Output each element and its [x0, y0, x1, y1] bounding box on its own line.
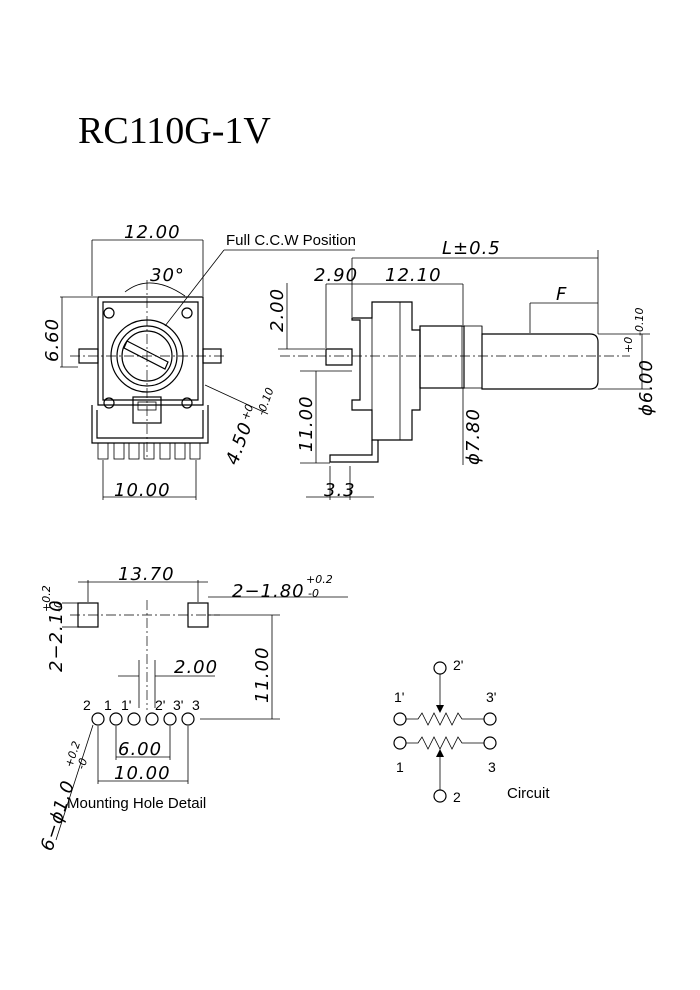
- mount-hole: [181, 712, 195, 726]
- front-hole-bl: [103, 397, 115, 409]
- dim-bottom: 3.3: [324, 480, 356, 501]
- dim-height-left: 6.60: [42, 318, 63, 362]
- front-body-inner: [102, 301, 199, 401]
- mount-pin-label: 2': [155, 697, 165, 713]
- dim-hole-tol-minus: -0.10: [255, 386, 277, 417]
- dim-slot-h: 2−2.10: [46, 599, 67, 672]
- circuit-terminal-3p: [483, 712, 497, 726]
- mount-holes: [91, 712, 195, 726]
- circuit-terminal-3: [483, 736, 497, 750]
- circuit-label-1: 1: [396, 759, 404, 775]
- dim-hole: 4.50: [222, 419, 257, 468]
- dim-mount-height: 11.00: [252, 646, 273, 703]
- circuit-label-3: 3: [488, 759, 496, 775]
- dim-2-00: 2.00: [267, 288, 288, 332]
- mount-pin-label: 1': [121, 697, 131, 713]
- mount-pin-label: 2: [83, 697, 91, 713]
- dim-slot-tol-minus: -0: [308, 587, 319, 600]
- dim-slot-h-tol-plus: +0.2: [40, 585, 53, 612]
- dim-span: 13.70: [118, 564, 175, 585]
- mount-hole: [91, 712, 105, 726]
- circuit-resistor-upper: [406, 712, 484, 726]
- mount-hole: [127, 712, 141, 726]
- dim-outer: 10.00: [114, 763, 171, 784]
- side-nub: [325, 348, 353, 366]
- circuit-label-3p: 3': [486, 689, 496, 705]
- dim-inner: 6.00: [118, 739, 162, 760]
- dim-slot-tol-plus: +0.2: [306, 573, 333, 586]
- side-terminal: [329, 440, 379, 463]
- front-pins: [97, 442, 201, 460]
- front-body-outline: [97, 296, 204, 406]
- circuit-terminal-2p: [433, 661, 447, 675]
- dim-flat: F: [556, 284, 567, 305]
- front-view: 12.00 Full C.C.W Position 30° 6.60 4.50 …: [42, 222, 356, 501]
- circuit-label-2p: 2': [453, 657, 463, 673]
- front-knob-flat: [123, 340, 169, 370]
- dim-shaft-tol-plus: +0: [622, 337, 635, 353]
- dim-2-90: 2.90: [314, 265, 358, 286]
- dim-pitch: 2.00: [174, 657, 218, 678]
- dim-bush-dia: ϕ7.80: [463, 408, 484, 465]
- dim-12-10: 12.10: [385, 265, 442, 286]
- side-view: L±0.5 2.90 12.10 F 2.00 11.00 ϕ6.00 +0 -…: [267, 238, 657, 501]
- mount-hole: [145, 712, 159, 726]
- front-lower-housing: [91, 405, 209, 444]
- circuit-terminal-1: [393, 736, 407, 750]
- side-shaft: [481, 333, 599, 390]
- dim-shaft-dia: ϕ6.00: [636, 359, 657, 416]
- mount-hole: [163, 712, 177, 726]
- front-hole-br: [181, 397, 193, 409]
- dim-11-00: 11.00: [296, 395, 317, 452]
- part-title: RC110G-1V: [78, 110, 271, 152]
- dim-holes-tol-minus: -0: [74, 756, 90, 770]
- circuit-resistor-lower: [406, 736, 484, 750]
- circuit-terminal-2: [433, 789, 447, 803]
- dim-width-top: 12.00: [124, 222, 181, 243]
- side-bushing: [419, 325, 465, 389]
- dim-width-bottom: 10.00: [114, 480, 171, 501]
- circuit-terminal-1p: [393, 712, 407, 726]
- front-hole-tr: [181, 307, 193, 319]
- circuit-caption: Circuit: [507, 785, 550, 802]
- mount-hole: [109, 712, 123, 726]
- mounting-detail: 13.70 2−1.80 +0.2 -0 2−2.10 +0.2 -0 11.0…: [37, 564, 348, 854]
- mount-caption: Mounting Hole Detail: [67, 795, 206, 812]
- ccw-callout: Full C.C.W Position: [226, 232, 356, 249]
- mount-pin-label: 3: [192, 697, 200, 713]
- circuit-diagram: 2' 1' 3' 1 3 2 Circuit: [393, 657, 550, 805]
- dim-shaft-tol-minus: -0.10: [633, 308, 646, 336]
- circuit-label-1p: 1': [394, 689, 404, 705]
- mount-pin-label: 3': [173, 697, 183, 713]
- dim-slot-w: 2−1.80: [232, 581, 305, 602]
- mount-pin-label: 1: [104, 697, 112, 713]
- circuit-label-2: 2: [453, 789, 461, 805]
- dim-holes: 6−ϕ1.0: [37, 778, 80, 854]
- side-body: [351, 301, 421, 441]
- front-lower-inner: [96, 410, 204, 439]
- dim-angle: 30°: [150, 265, 185, 286]
- front-hole-tl: [103, 307, 115, 319]
- dim-length: L±0.5: [442, 238, 501, 259]
- dim-slot-h-tol-minus: -0: [52, 601, 65, 612]
- dim-hole-tol-plus: +0: [239, 402, 257, 422]
